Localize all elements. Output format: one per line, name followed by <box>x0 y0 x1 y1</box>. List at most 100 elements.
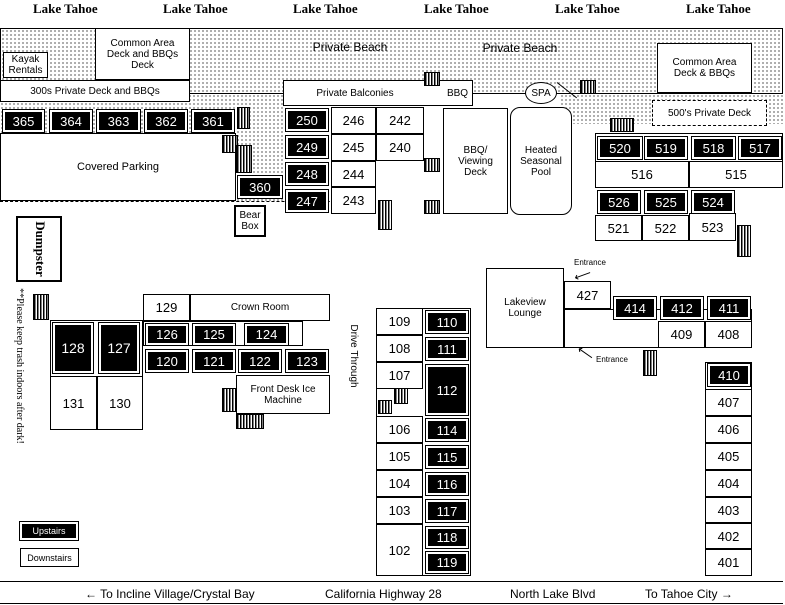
room-117[interactable]: 117 <box>425 499 469 523</box>
room-105[interactable]: 105 <box>376 443 423 470</box>
room-525[interactable]: 525 <box>644 190 688 214</box>
room-246[interactable]: 246 <box>331 107 376 134</box>
room-102[interactable]: 102 <box>376 524 423 576</box>
room-115[interactable]: 115 <box>425 445 469 469</box>
room-114[interactable]: 114 <box>425 418 469 442</box>
stairs <box>424 72 440 86</box>
kayak-rentals: Kayak Rentals <box>3 52 48 78</box>
road-label-incline: ← To Incline Village/Crystal Bay <box>85 587 255 601</box>
room-414[interactable]: 414 <box>613 296 657 320</box>
crown-room: Crown Room <box>190 294 330 321</box>
dumpster-label: Dumpster <box>33 221 48 277</box>
stairs <box>424 200 440 214</box>
room-365[interactable]: 365 <box>2 109 45 133</box>
lakeview-lounge: Lakeview Lounge <box>486 268 564 348</box>
stairs <box>737 225 751 257</box>
room-519[interactable]: 519 <box>644 136 688 160</box>
room-112[interactable]: 112 <box>425 364 469 416</box>
lake-label: Lake Tahoe <box>293 1 358 16</box>
dumpster <box>16 216 62 282</box>
room-118[interactable]: 118 <box>425 526 469 549</box>
stairs <box>424 158 440 172</box>
room-122[interactable]: 122 <box>238 349 282 373</box>
lake-label: Lake Tahoe <box>686 1 751 16</box>
room-402[interactable]: 402 <box>705 523 752 549</box>
room-243[interactable]: 243 <box>331 187 376 214</box>
room-109[interactable]: 109 <box>376 308 423 335</box>
stairs <box>33 294 49 320</box>
room-410[interactable]: 410 <box>707 363 751 387</box>
private-beach-label: Private Beach <box>482 40 558 55</box>
room-427[interactable]: 427 <box>564 281 611 309</box>
room-240[interactable]: 240 <box>376 134 424 161</box>
room-411[interactable]: 411 <box>707 296 751 320</box>
room-250[interactable]: 250 <box>285 108 329 132</box>
room-123[interactable]: 123 <box>285 349 329 373</box>
room-103[interactable]: 103 <box>376 497 423 524</box>
room-104[interactable]: 104 <box>376 470 423 497</box>
room-116[interactable]: 116 <box>425 472 469 496</box>
room-108[interactable]: 108 <box>376 335 423 362</box>
room-126[interactable]: 126 <box>145 323 189 346</box>
private-balconies-area <box>283 80 473 106</box>
room-107[interactable]: 107 <box>376 362 423 389</box>
room-129[interactable]: 129 <box>143 294 190 321</box>
room-111[interactable]: 111 <box>425 337 469 361</box>
bear-box: Bear Box <box>234 205 266 237</box>
parking-edge <box>0 201 375 202</box>
room-526[interactable]: 526 <box>597 190 641 214</box>
lake-label: Lake Tahoe <box>555 1 620 16</box>
room-364[interactable]: 364 <box>49 109 93 133</box>
room-403[interactable]: 403 <box>705 497 752 523</box>
room-409[interactable]: 409 <box>658 321 705 348</box>
legend-upstairs: Upstairs <box>19 521 79 541</box>
room-124[interactable]: 124 <box>244 323 289 346</box>
room-401[interactable]: 401 <box>705 549 752 576</box>
room-127[interactable]: 127 <box>98 322 140 374</box>
drive-through-label: Drive Through <box>348 324 359 388</box>
lake-label: Lake Tahoe <box>33 1 98 16</box>
room-106[interactable]: 106 <box>376 416 423 443</box>
room-242[interactable]: 242 <box>376 107 424 134</box>
room-363[interactable]: 363 <box>96 109 141 133</box>
stairs <box>222 135 238 153</box>
private-balconies-label: Private Balconies <box>316 87 394 99</box>
room-521[interactable]: 521 <box>595 215 642 241</box>
room-524[interactable]: 524 <box>691 190 735 214</box>
room-119[interactable]: 119 <box>425 551 469 574</box>
road-label-north-lake: North Lake Blvd <box>510 587 596 601</box>
room-408[interactable]: 408 <box>705 321 752 348</box>
room-244[interactable]: 244 <box>331 161 376 187</box>
room-360[interactable]: 360 <box>237 175 283 199</box>
common-area-deck-left: Common Area Deck and BBQs Deck <box>95 28 190 80</box>
room-404[interactable]: 404 <box>705 470 752 497</box>
room-405[interactable]: 405 <box>705 443 752 470</box>
room-520[interactable]: 520 <box>597 136 643 160</box>
room-362[interactable]: 362 <box>144 109 188 133</box>
stairs <box>394 388 408 404</box>
room-121[interactable]: 121 <box>192 349 236 373</box>
room-361[interactable]: 361 <box>191 109 235 133</box>
room-523[interactable]: 523 <box>689 213 736 241</box>
room-249[interactable]: 249 <box>285 135 329 159</box>
room-522[interactable]: 522 <box>642 215 689 241</box>
stairs <box>236 145 252 173</box>
room-120[interactable]: 120 <box>145 349 189 373</box>
room-247[interactable]: 247 <box>285 189 329 213</box>
room-125[interactable]: 125 <box>192 323 236 346</box>
room-412[interactable]: 412 <box>660 296 704 320</box>
lake-label: Lake Tahoe <box>424 1 489 16</box>
room-248[interactable]: 248 <box>285 162 329 186</box>
room-245[interactable]: 245 <box>331 134 376 161</box>
room-128[interactable]: 128 <box>52 322 94 374</box>
room-406[interactable]: 406 <box>705 416 752 443</box>
room-515[interactable]: 515 <box>689 161 783 188</box>
room-407[interactable]: 407 <box>705 389 752 416</box>
room-516[interactable]: 516 <box>595 161 689 188</box>
room-130[interactable]: 130 <box>97 376 143 430</box>
lake-label: Lake Tahoe <box>163 1 228 16</box>
room-131[interactable]: 131 <box>50 376 97 430</box>
room-518[interactable]: 518 <box>691 136 736 160</box>
room-110[interactable]: 110 <box>425 310 469 334</box>
room-517[interactable]: 517 <box>738 136 782 160</box>
